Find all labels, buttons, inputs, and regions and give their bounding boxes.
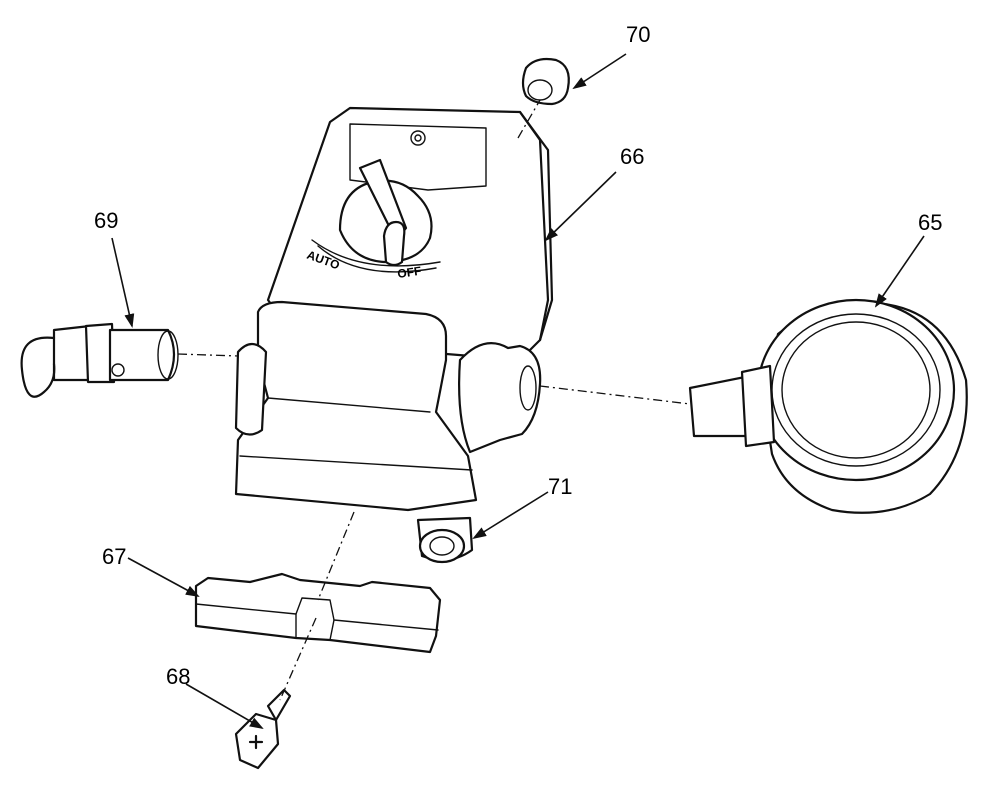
part-69-plug — [20, 322, 179, 398]
callout-67: 67 — [102, 544, 127, 569]
leader-68 — [185, 683, 264, 730]
callout-68: 68 — [166, 664, 191, 689]
part-66-switch-housing — [234, 106, 554, 564]
leader-70 — [572, 53, 627, 90]
leader-65 — [874, 235, 925, 308]
part-68-screw — [234, 688, 292, 770]
part-67-bracket — [194, 572, 442, 654]
leader-71 — [472, 491, 549, 540]
part-65-gauge — [688, 298, 968, 514]
callout-66: 66 — [620, 144, 645, 169]
callout-65: 65 — [918, 210, 943, 235]
callout-70: 70 — [626, 22, 651, 47]
leader-arrows — [111, 53, 925, 730]
leader-66 — [544, 171, 617, 242]
part-70-cap — [521, 57, 570, 106]
assembly-centerlines — [177, 99, 691, 701]
leader-69 — [111, 237, 135, 328]
callout-71: 71 — [548, 474, 573, 499]
switch-label-off: OFF — [396, 264, 422, 281]
callout-69: 69 — [94, 208, 119, 233]
leader-67 — [127, 557, 200, 597]
